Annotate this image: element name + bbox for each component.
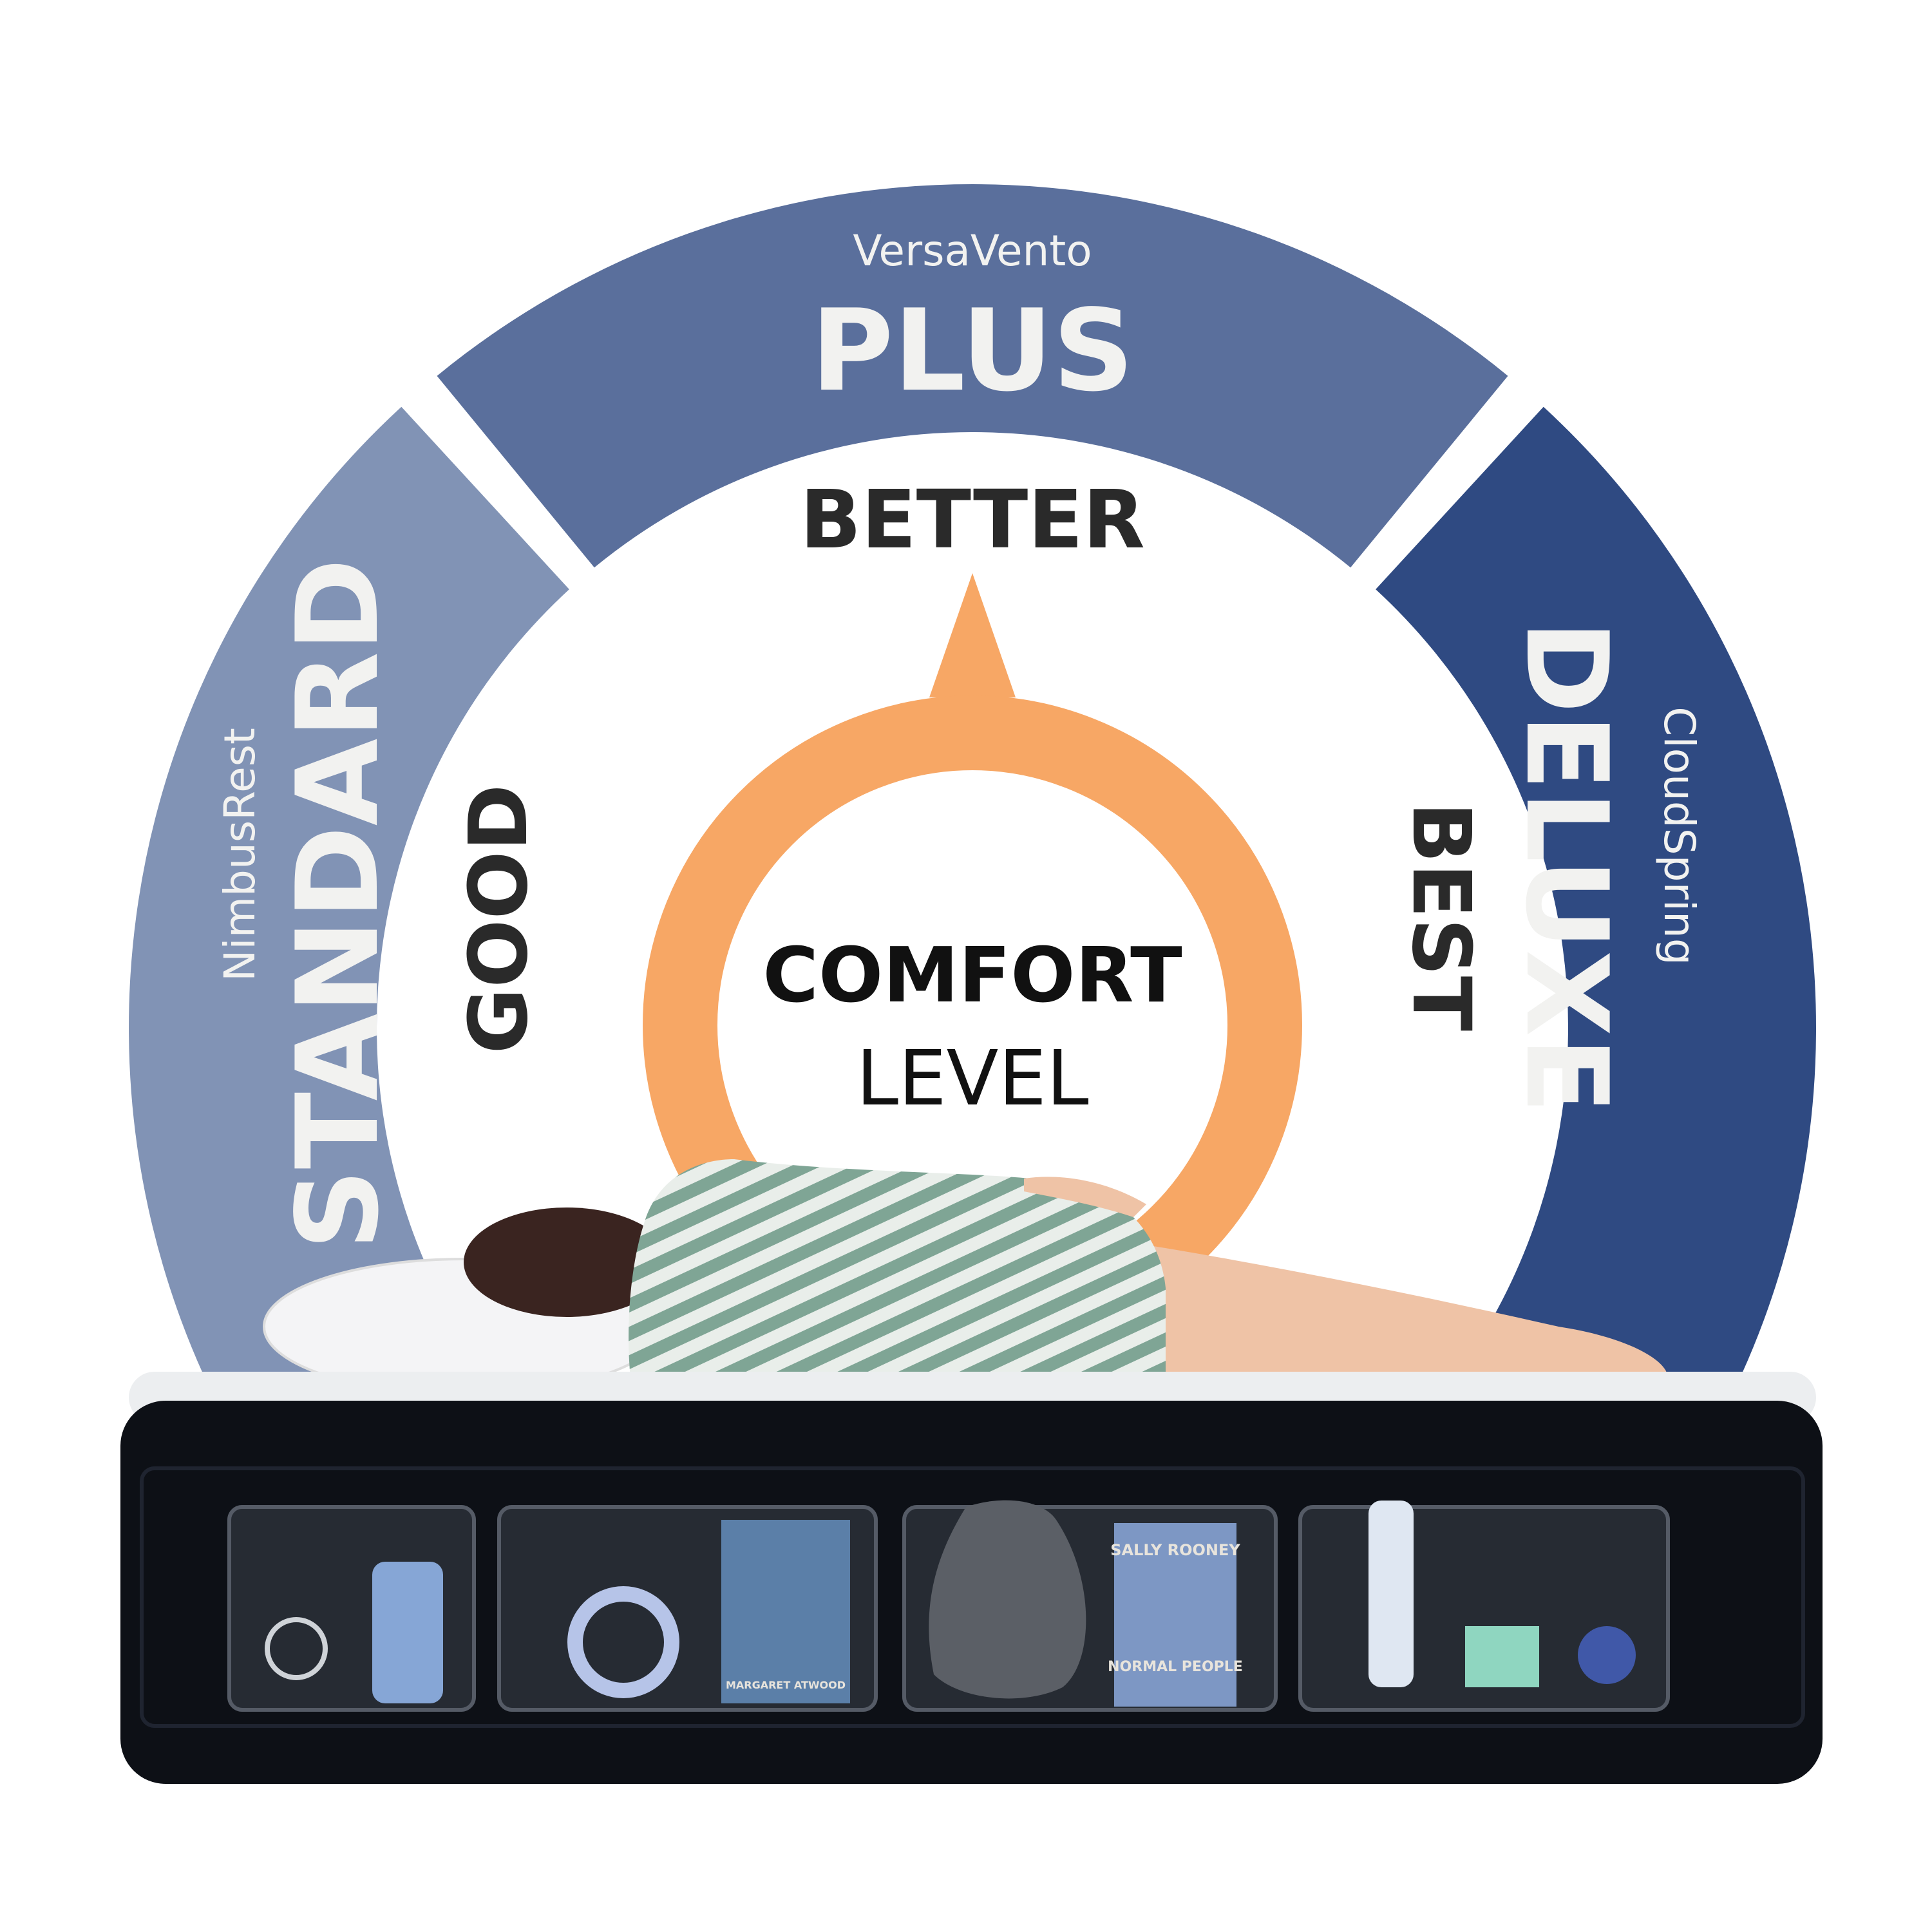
center-subtitle: LEVEL xyxy=(856,1034,1089,1122)
segment-deluxe xyxy=(1376,406,1817,1417)
segment-plus xyxy=(437,184,1508,568)
pointer-arrow xyxy=(929,573,1016,697)
level-best: BEST xyxy=(1394,802,1488,1031)
drawstring-bag xyxy=(929,1500,1086,1699)
legs xyxy=(1133,1243,1668,1385)
mattress-seam xyxy=(140,1466,1805,1728)
brand-standard: NimbusRest xyxy=(215,728,265,981)
sleeping-person xyxy=(263,1159,1668,1396)
arm xyxy=(1024,1177,1146,1217)
ring-light xyxy=(567,1586,679,1698)
massage-ball xyxy=(1578,1626,1636,1684)
cable-coil xyxy=(265,1617,328,1680)
tier-standard: STANDARD xyxy=(273,558,404,1250)
book-1 xyxy=(721,1520,850,1703)
book-2-author: SALLY ROONEY xyxy=(1110,1541,1240,1559)
hair xyxy=(464,1208,670,1317)
brand-deluxe: CloudSpring xyxy=(1654,706,1704,965)
pocket-4 xyxy=(1298,1501,1670,1712)
book-2 xyxy=(1114,1523,1236,1707)
center-title: COMFORT xyxy=(762,931,1182,1019)
book-2-title: NORMAL PEOPLE xyxy=(1108,1659,1243,1675)
sponge xyxy=(1465,1626,1539,1687)
segment-standard xyxy=(129,406,569,1417)
pocket-2: MARGARET ATWOOD xyxy=(497,1505,878,1712)
phone xyxy=(372,1562,443,1703)
tier-plus: PLUS xyxy=(811,286,1134,417)
striped-dress xyxy=(629,1159,1166,1385)
book-1-author: MARGARET ATWOOD xyxy=(726,1679,846,1691)
pocket-3: SALLY ROONEY NORMAL PEOPLE xyxy=(902,1500,1278,1712)
tier-deluxe: DELUXE xyxy=(1501,620,1631,1114)
level-better: BETTER xyxy=(800,473,1145,567)
level-good: GOOD xyxy=(452,784,545,1054)
pocket-1 xyxy=(227,1505,476,1712)
brand-plus: VersaVento xyxy=(853,226,1092,276)
spray-bottle xyxy=(1368,1501,1414,1687)
air-mattress: MARGARET ATWOOD SALLY ROONEY NORMAL PEOP… xyxy=(120,1372,1823,1784)
